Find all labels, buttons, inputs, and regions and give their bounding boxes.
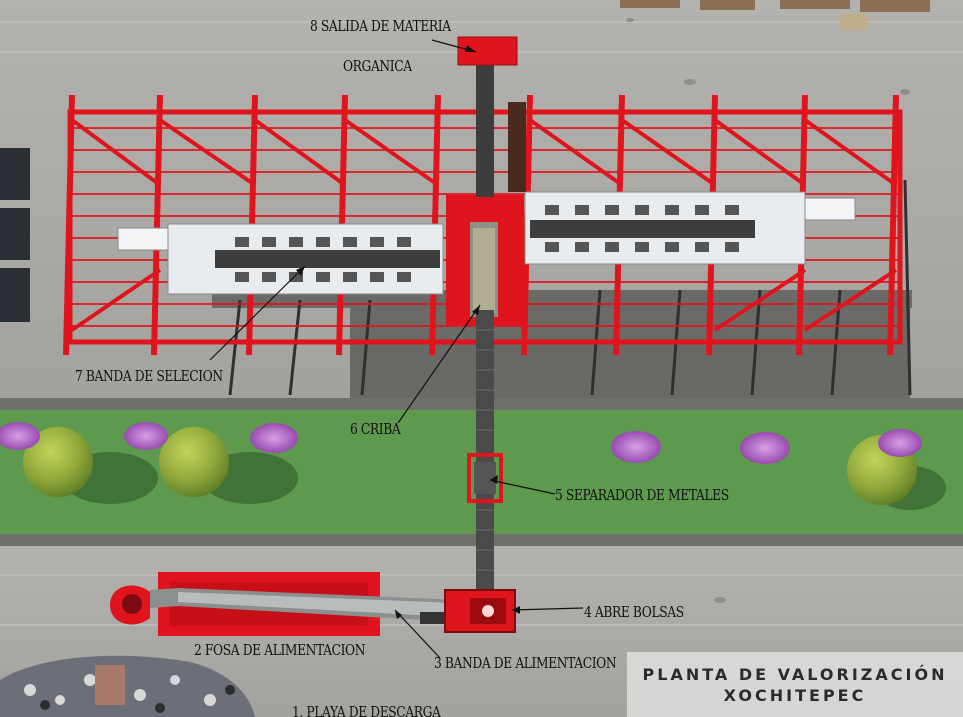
selection-belt [117,191,856,295]
label-banda-seleccion: 7 BANDA DE SELECION [75,367,223,385]
bag-opener [444,589,516,633]
title-line-1: PLANTA DE VALORIZACIÓN [642,664,948,684]
bushes [23,427,946,510]
label-salida-materia: 8 SALIDA DE MATERIA [310,17,451,35]
left-blocks [0,148,30,322]
leader-6 [397,304,481,424]
feeding-belt [110,585,460,625]
flowers [0,422,922,464]
leader-4 [511,607,584,611]
label-criba: 6 CRIBA [350,420,401,438]
debris-top [620,0,930,30]
label-banda-alimentacion: 3 BANDA DE ALIMENTACION [434,654,617,672]
leader-arrowheads [296,45,520,619]
screen-block [446,195,524,325]
main-conveyor [467,310,503,600]
label-abre-bolsas: 4 ABRE BOLSAS [584,603,684,621]
unloading-yard [0,655,255,717]
label-playa-descarga: 1. PLAYA DE DESCARGA [292,703,441,717]
outlet-conveyor [457,36,526,197]
title-line-2: XOCHITEPEC [723,685,867,705]
leader-3 [394,609,441,659]
label-fosa-alimentacion: 2 FOSA DE ALIMENTACION [194,641,366,659]
leader-5 [489,479,556,495]
leader-7 [209,265,306,361]
label-separador-metales: 5 SEPARADOR DE METALES [555,486,729,504]
title-box: PLANTA DE VALORIZACIÓN XOCHITEPEC [627,652,963,717]
label-organica: ORGANICA [343,57,412,75]
